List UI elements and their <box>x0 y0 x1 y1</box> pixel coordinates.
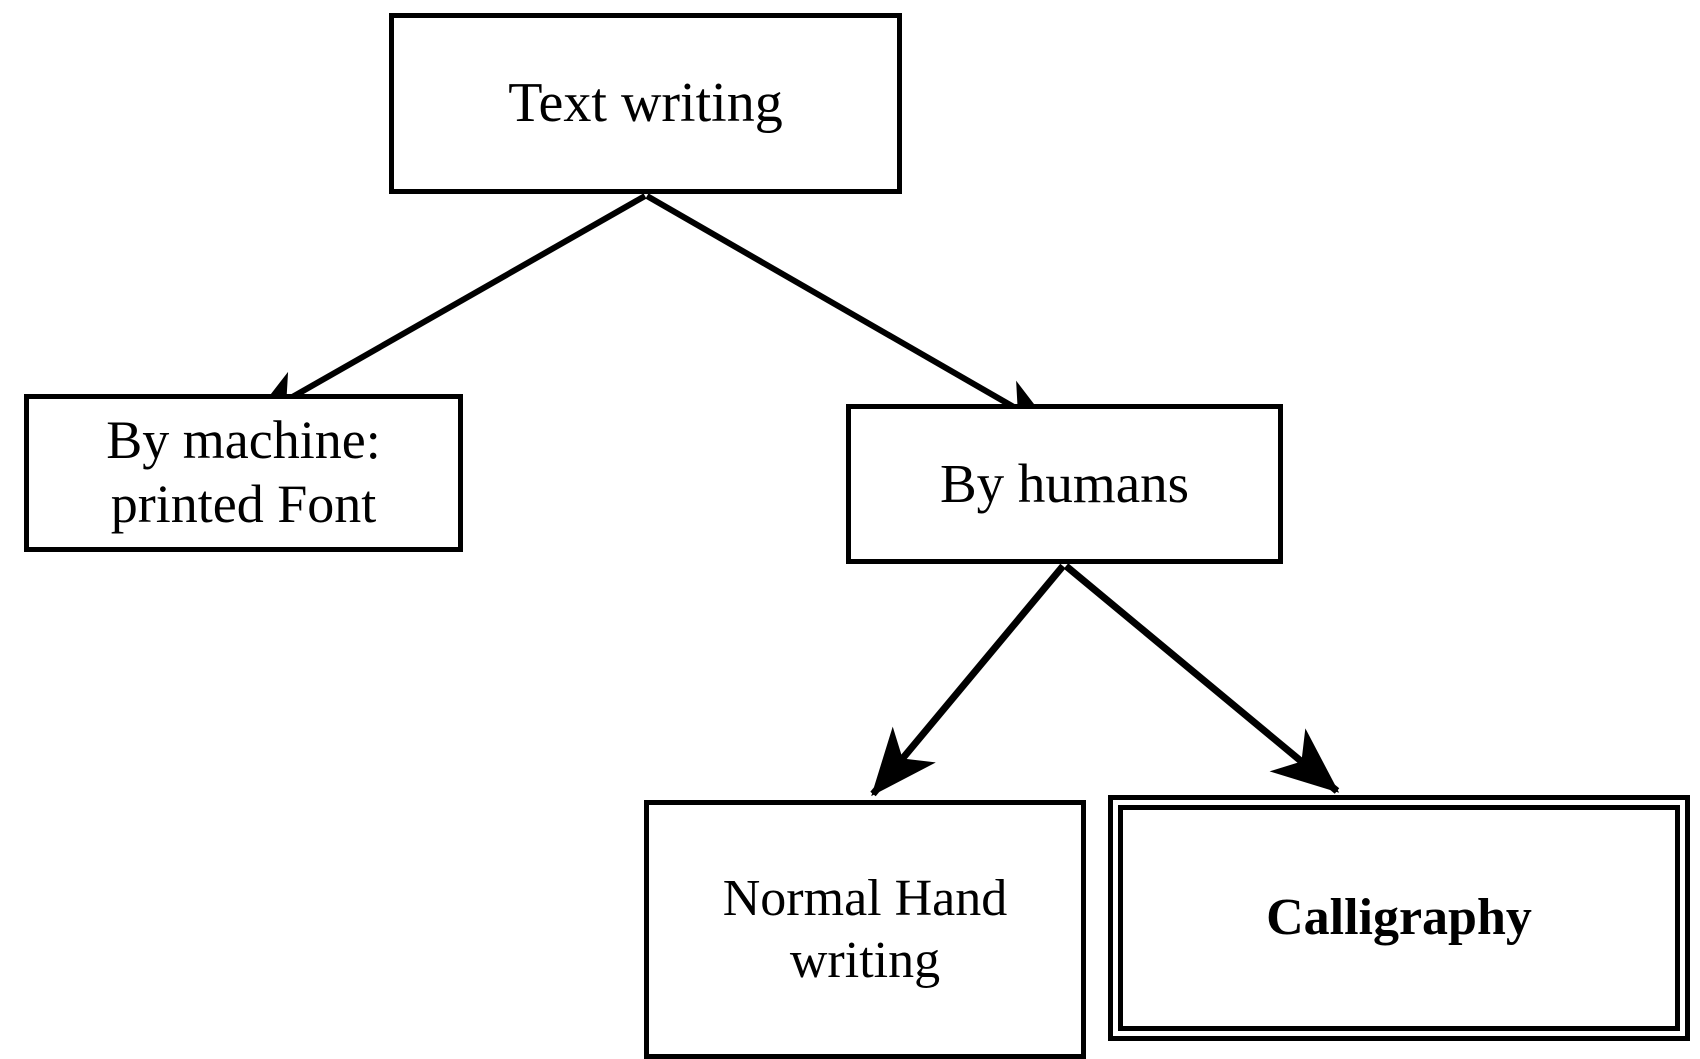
node-by-machine[interactable]: By machine: printed Font <box>24 394 463 552</box>
node-normal-hand-writing[interactable]: Normal Hand writing <box>644 800 1086 1059</box>
node-by-humans-label: By humans <box>939 452 1190 514</box>
node-calligraphy-label: Calligraphy <box>1266 889 1532 947</box>
node-by-humans[interactable]: By humans <box>846 404 1283 564</box>
node-text-writing-label: Text writing <box>508 72 783 135</box>
edge-humans-to-calligraphy <box>1063 563 1340 794</box>
node-calligraphy[interactable]: Calligraphy <box>1108 795 1690 1041</box>
node-normal-hand-writing-label: Normal Hand writing <box>722 870 1008 989</box>
edge-root-to-humans <box>645 193 1055 432</box>
edge-humans-to-handwriting <box>870 563 1066 797</box>
node-text-writing[interactable]: Text writing <box>389 13 902 194</box>
calligraphy-inner-frame: Calligraphy <box>1118 805 1680 1031</box>
edge-root-to-machine <box>249 193 647 423</box>
node-by-machine-label: By machine: printed Font <box>106 410 381 534</box>
